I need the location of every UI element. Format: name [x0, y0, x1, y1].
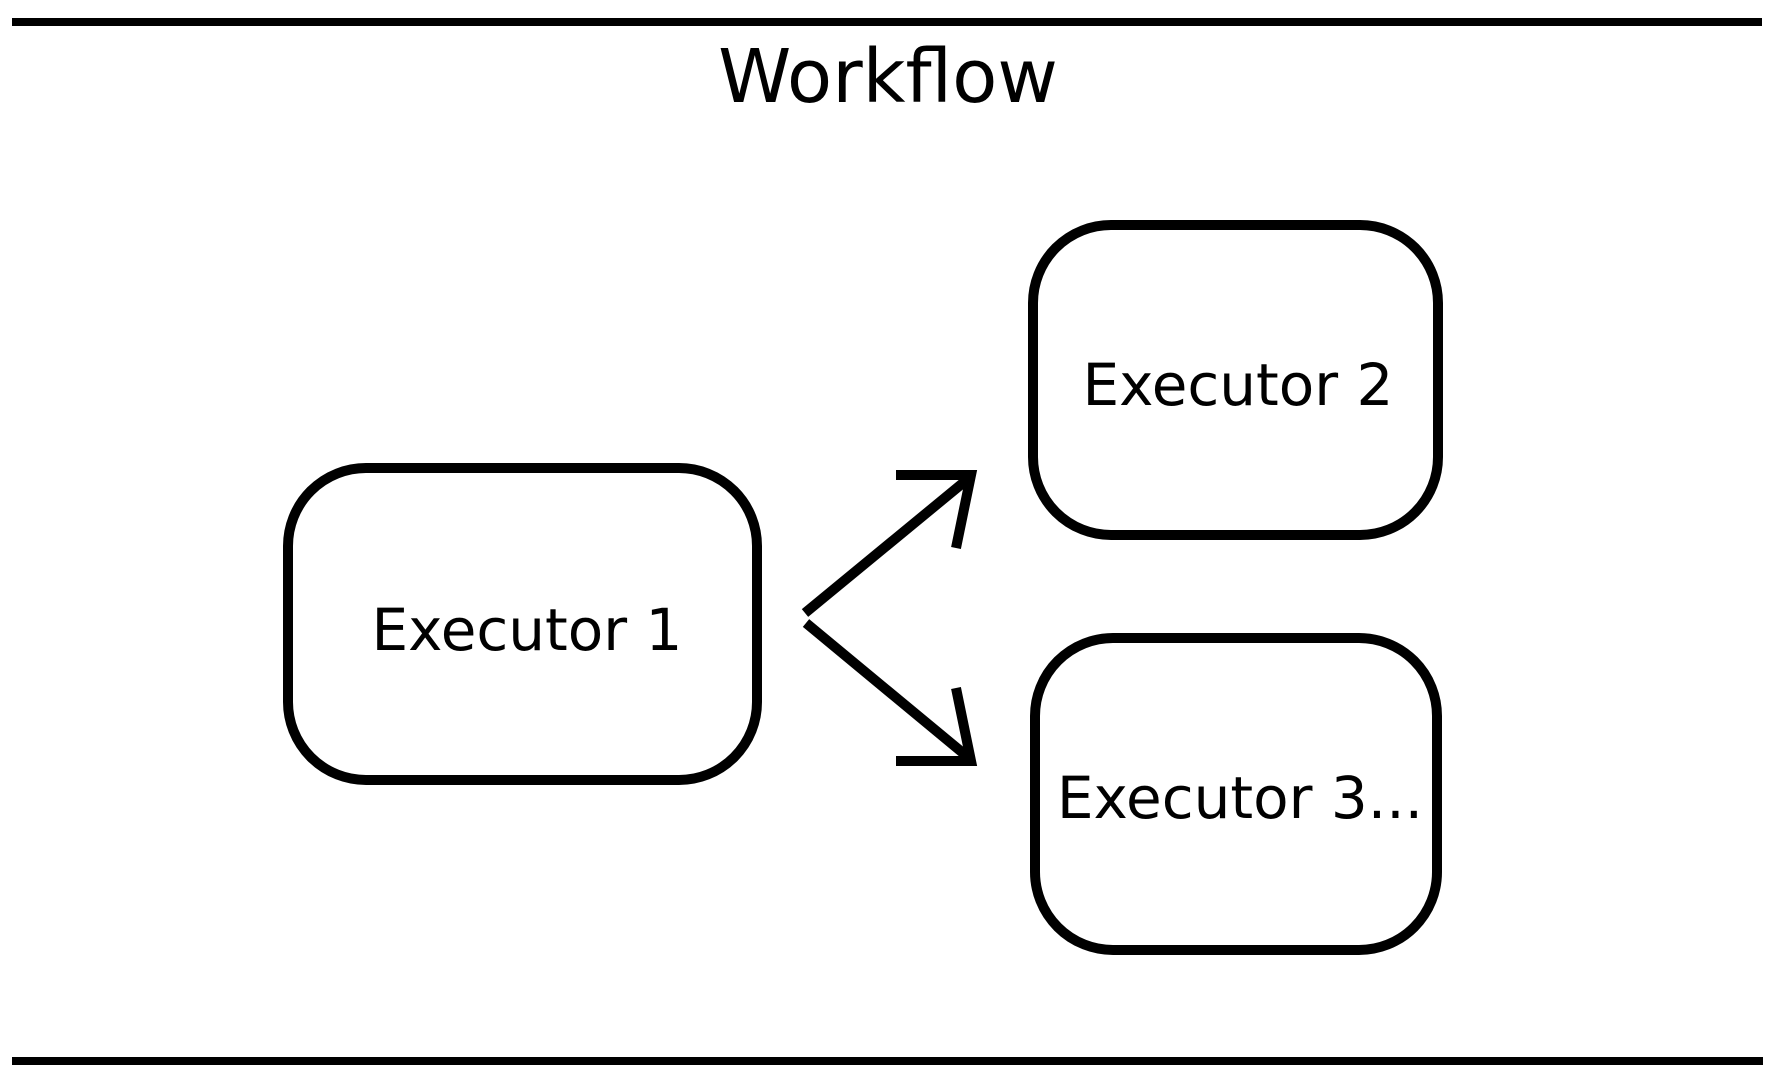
node-label-executor-1: Executor 1 — [372, 596, 683, 664]
edge-executor1-executor2-shaft — [801, 474, 973, 617]
node-label-executor-2: Executor 2 — [1083, 351, 1394, 419]
arrowhead-icon-executor2 — [896, 470, 978, 550]
node-executor-3 — [1030, 633, 1442, 955]
node-executor-1 — [283, 463, 762, 785]
node-label-executor-3: Executor 3... — [1057, 764, 1423, 832]
arrowhead-icon-executor3 — [896, 686, 978, 766]
edge-executor1-executor3-shaft — [802, 619, 973, 762]
diagram-title: Workflow — [718, 34, 1058, 120]
edge-executor1-to-executor2 — [801, 470, 978, 617]
node-executor-2 — [1028, 220, 1443, 540]
edge-executor1-to-executor3 — [802, 619, 978, 766]
